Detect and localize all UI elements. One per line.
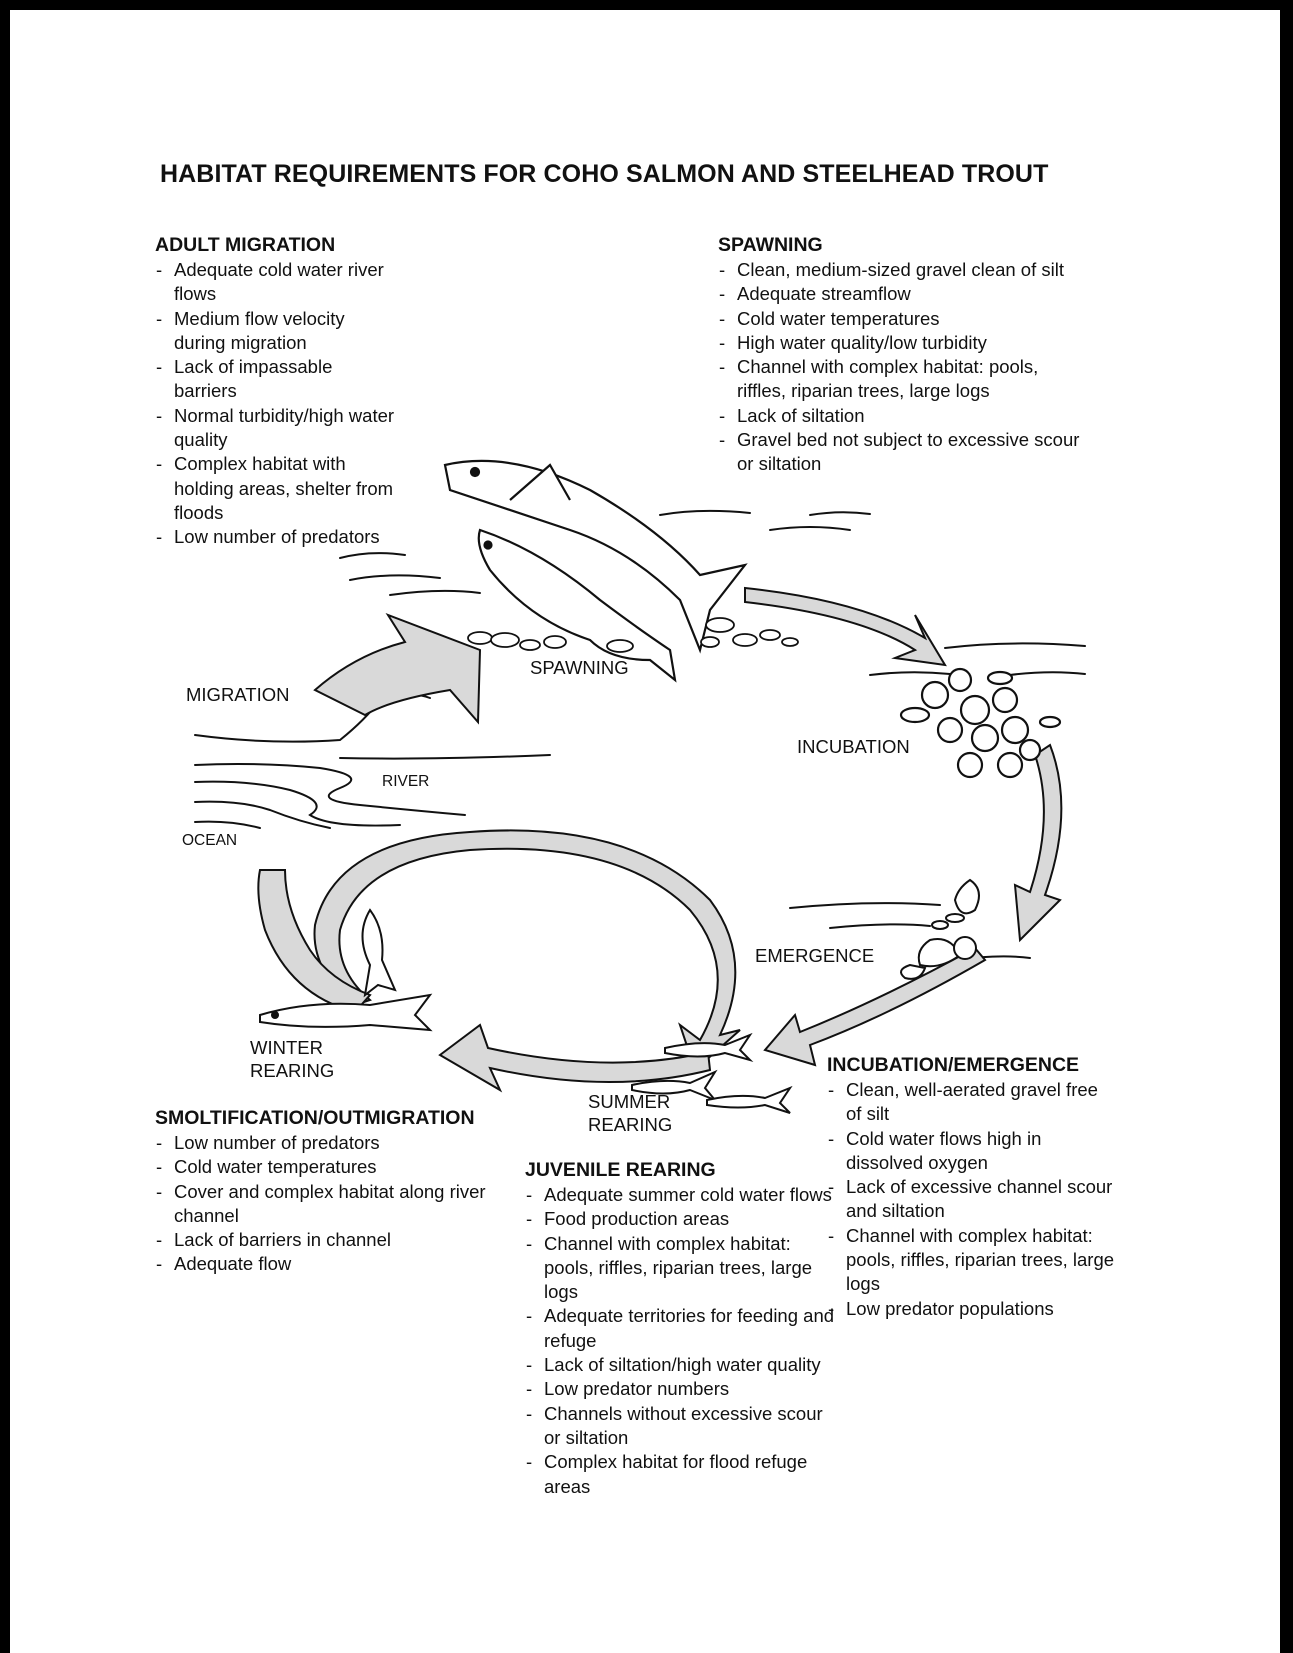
river-label: RIVER	[382, 773, 429, 791]
ocean-label: OCEAN	[182, 832, 237, 850]
migration-arrow	[315, 615, 480, 722]
page: HABITAT REQUIREMENTS FOR COHO SALMON AND…	[10, 10, 1280, 1653]
stage-label-winter-line2: REARING	[250, 1059, 334, 1082]
stage-label-incubation: INCUBATION	[797, 735, 910, 758]
stage-label-summer-line1: SUMMER	[588, 1090, 670, 1113]
stage-label-emergence: EMERGENCE	[755, 944, 874, 967]
stage-label-summer-line2: REARING	[588, 1113, 672, 1136]
incubation-to-emergence-arrow	[1015, 745, 1061, 940]
spawning-to-incubation-arrow	[745, 588, 945, 665]
stage-label-winter-line1: WINTER	[250, 1036, 323, 1059]
stage-label-spawning: SPAWNING	[530, 656, 629, 679]
adult-salmon-icon	[445, 461, 745, 680]
stage-label-migration: MIGRATION	[186, 683, 289, 706]
